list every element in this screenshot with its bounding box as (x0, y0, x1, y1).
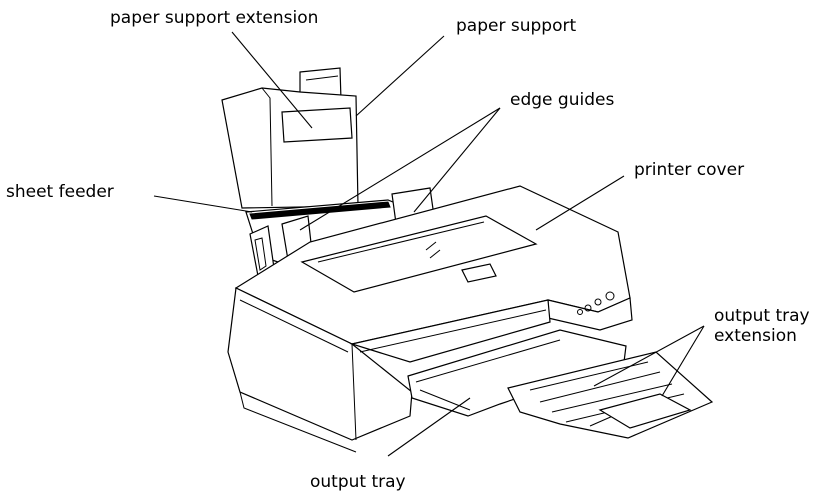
paper-support-extension (221, 87, 359, 209)
leader-paper-support (355, 35, 445, 117)
label-paper-support: paper support (456, 16, 577, 36)
label-sheet-feeder: sheet feeder (6, 182, 114, 202)
label-output-tray: output tray (310, 472, 406, 492)
leader-edge-guides-2 (413, 107, 501, 213)
leader-printer-cover (535, 175, 625, 231)
label-edge-guides: edge guides (510, 90, 615, 110)
label-printer-cover: printer cover (634, 160, 745, 180)
leader-output-tray-extension-1 (593, 325, 705, 387)
label-output-tray-extension: output tray extension (714, 306, 810, 346)
leader-paper-support-extension (231, 31, 313, 129)
leader-edge-guides-1 (299, 107, 501, 231)
label-output-tray-extension-line2: extension (714, 326, 797, 346)
printer-body (227, 185, 633, 453)
label-paper-support-extension: paper support extension (110, 8, 319, 28)
output-tray-extension (507, 351, 714, 439)
label-output-tray-extension-line1: output tray (714, 306, 810, 326)
leader-lines (153, 31, 705, 457)
leader-output-tray-extension-2 (661, 325, 705, 397)
leader-sheet-feeder (153, 195, 253, 213)
leader-output-tray (387, 397, 471, 457)
